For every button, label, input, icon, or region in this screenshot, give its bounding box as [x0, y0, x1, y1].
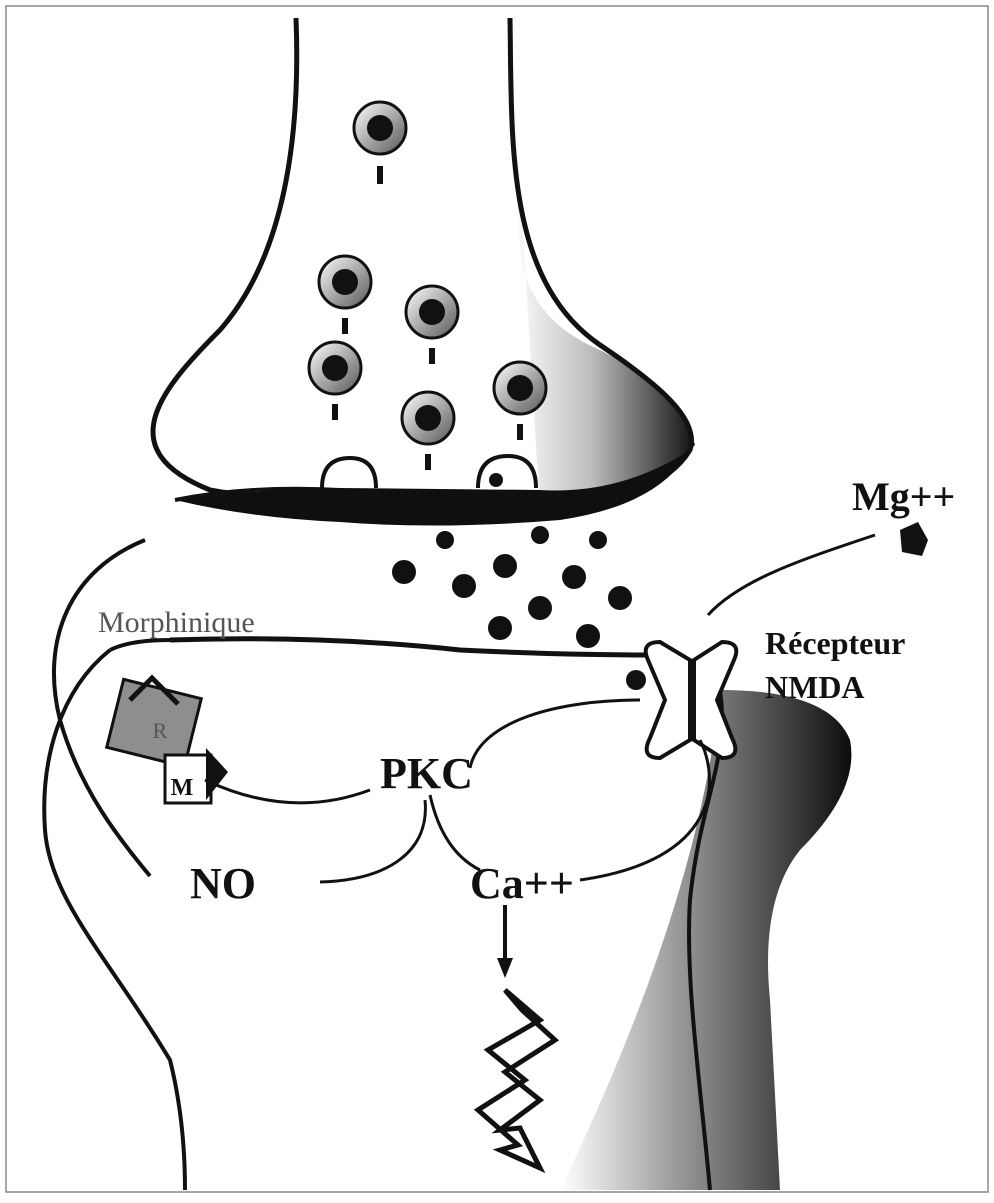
- receptor-r-label: R: [153, 718, 168, 743]
- neurotransmitter-dot: [562, 565, 586, 589]
- fusing-vesicle: [478, 456, 536, 488]
- label-no: NO: [190, 859, 256, 908]
- receptor-m-label: M: [171, 775, 194, 801]
- neurotransmitter-dot: [531, 526, 549, 544]
- opioid-receptor: R M: [107, 678, 228, 803]
- fusing-vesicle: [322, 458, 376, 488]
- neurotransmitter-dot: [452, 574, 476, 598]
- neurotransmitter-dot: [626, 670, 646, 690]
- label-pkc: PKC: [380, 749, 473, 798]
- figure-border: [6, 6, 988, 1192]
- lightning-bolt-icon: [478, 990, 555, 1168]
- mg-ion: [900, 522, 928, 556]
- vesicle: [402, 392, 454, 470]
- vesicle: [309, 342, 361, 420]
- neurotransmitter-dot: [589, 531, 607, 549]
- presynaptic-outline: [153, 18, 330, 495]
- label-morphinique: Morphinique: [98, 606, 255, 639]
- vesicle: [319, 256, 371, 334]
- neurotransmitters: [392, 526, 646, 690]
- neurotransmitter-dot: [493, 554, 517, 578]
- vesicle: [406, 286, 458, 364]
- neurotransmitter-dot: [608, 586, 632, 610]
- label-ca: Ca++: [470, 859, 574, 908]
- neurotransmitter-dot: [528, 596, 552, 620]
- vesicle: [354, 102, 406, 184]
- presynaptic-terminal: [153, 18, 695, 526]
- down-arrow-icon: [497, 958, 513, 978]
- neurotransmitter-dot: [392, 560, 416, 584]
- label-mg: Mg++: [852, 474, 955, 519]
- label-nmda: NMDA: [765, 669, 865, 705]
- label-recepteur: Récepteur: [765, 625, 905, 661]
- neurotransmitter-dot: [488, 616, 512, 640]
- neurotransmitter-dot: [576, 624, 600, 648]
- vesicles: [309, 102, 546, 488]
- neurotransmitter-dot: [436, 531, 454, 549]
